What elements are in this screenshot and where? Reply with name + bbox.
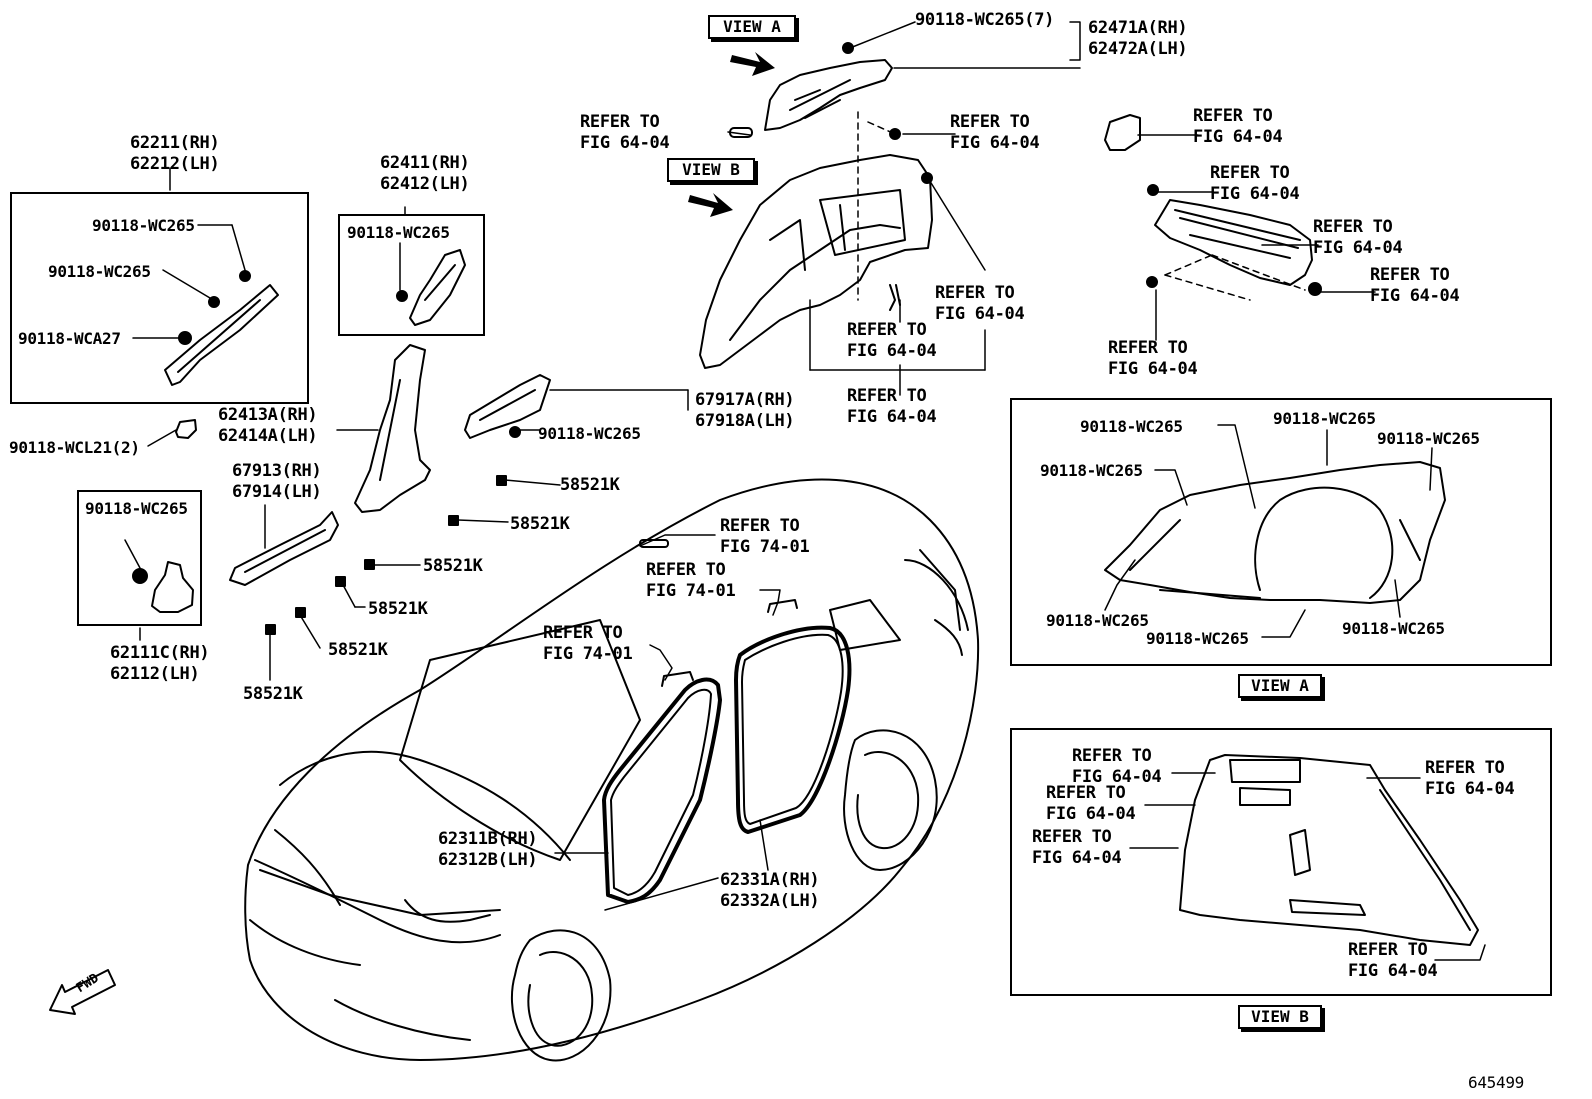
door-clips bbox=[639, 127, 901, 687]
label-58521k-3: 58521K bbox=[423, 556, 483, 576]
rear-door-weatherstrip bbox=[734, 625, 852, 834]
va-label-5: 90118-WC265 bbox=[1046, 611, 1149, 630]
va-label-3: 90118-WC265 bbox=[1377, 429, 1480, 448]
label-wca27: 90118-WCA27 bbox=[18, 329, 121, 348]
a-pillar-garnish bbox=[164, 284, 279, 386]
view-b-tag-inset: VIEW B bbox=[1238, 1005, 1322, 1029]
va-label-7: 90118-WC265 bbox=[1342, 619, 1445, 638]
front-door-weatherstrip bbox=[602, 677, 722, 904]
label-58521k-6: 58521K bbox=[243, 684, 303, 704]
front-door-weatherstrip-inner bbox=[610, 688, 712, 896]
clip-small bbox=[175, 419, 197, 439]
rear-scuff-plate bbox=[464, 374, 551, 439]
front-scuff-plate bbox=[229, 511, 339, 586]
view-a-arrow bbox=[730, 52, 775, 76]
label-58521k-1: 58521K bbox=[560, 475, 620, 495]
view-b-tag-top: VIEW B bbox=[667, 158, 755, 182]
label-62471: 62471A(RH)62472A(LH) bbox=[1088, 18, 1188, 59]
label-wc265-a: 90118-WC265 bbox=[92, 216, 195, 235]
rear-door-weatherstrip-inner bbox=[741, 633, 844, 825]
dashed-guides bbox=[857, 111, 1306, 301]
fwd-arrow bbox=[49, 969, 116, 1015]
label-62411: 62411(RH)62412(LH) bbox=[380, 153, 470, 194]
back-door-trim bbox=[1154, 199, 1313, 286]
box-62111-group bbox=[77, 490, 202, 626]
view-a-tag-top: VIEW A bbox=[708, 15, 796, 39]
cowl-side-trim bbox=[151, 561, 194, 613]
box-62411-group bbox=[338, 214, 485, 336]
label-wcl21: 90118-WCL21(2) bbox=[9, 438, 140, 457]
va-label-2: 90118-WC265 bbox=[1273, 409, 1376, 428]
label-62311: 62311B(RH)62312B(LH) bbox=[438, 829, 538, 870]
label-wc265-d: 90118-WC265 bbox=[85, 499, 188, 518]
label-58521k-5: 58521K bbox=[328, 640, 388, 660]
b-pillar-upper bbox=[409, 249, 466, 326]
view-b-box bbox=[1010, 728, 1552, 996]
label-wc265-c: 90118-WC265 bbox=[347, 223, 450, 242]
quarter-trim-upper bbox=[764, 59, 893, 131]
view-b-detail bbox=[1179, 754, 1479, 946]
vehicle-outline bbox=[244, 478, 980, 1062]
label-62331: 62331A(RH)62332A(LH) bbox=[720, 870, 820, 911]
label-wc265-b: 90118-WC265 bbox=[48, 262, 151, 281]
label-67913: 67913(RH)67914(LH) bbox=[232, 461, 322, 502]
view-b-arrow bbox=[688, 193, 733, 217]
label-wc265-e: 90118-WC265 bbox=[538, 424, 641, 443]
diagram-id: 645499 bbox=[1468, 1073, 1524, 1092]
va-label-6: 90118-WC265 bbox=[1146, 629, 1249, 648]
view-a-tag-inset: VIEW A bbox=[1238, 674, 1322, 698]
view-a-detail bbox=[1104, 461, 1446, 604]
label-58521k-4: 58521K bbox=[368, 599, 428, 619]
view-a-box bbox=[1010, 398, 1552, 666]
label-67917: 67917A(RH)67918A(LH) bbox=[695, 390, 795, 431]
label-90118-top: 90118-WC265(7) bbox=[915, 10, 1055, 30]
label-62211: 62211(RH)62212(LH) bbox=[130, 133, 220, 174]
lamp-part bbox=[1104, 114, 1141, 151]
label-62111: 62111C(RH)62112(LH) bbox=[110, 643, 210, 684]
label-58521k-2: 58521K bbox=[510, 514, 570, 534]
va-label-1: 90118-WC265 bbox=[1080, 417, 1183, 436]
quarter-trim-panel bbox=[699, 154, 933, 369]
va-label-4: 90118-WC265 bbox=[1040, 461, 1143, 480]
box-62211-group bbox=[10, 192, 309, 404]
leader-lines bbox=[124, 21, 1486, 961]
fasteners bbox=[132, 42, 1322, 635]
b-pillar-lower bbox=[354, 344, 431, 513]
label-62413: 62413A(RH)62414A(LH) bbox=[218, 405, 318, 446]
